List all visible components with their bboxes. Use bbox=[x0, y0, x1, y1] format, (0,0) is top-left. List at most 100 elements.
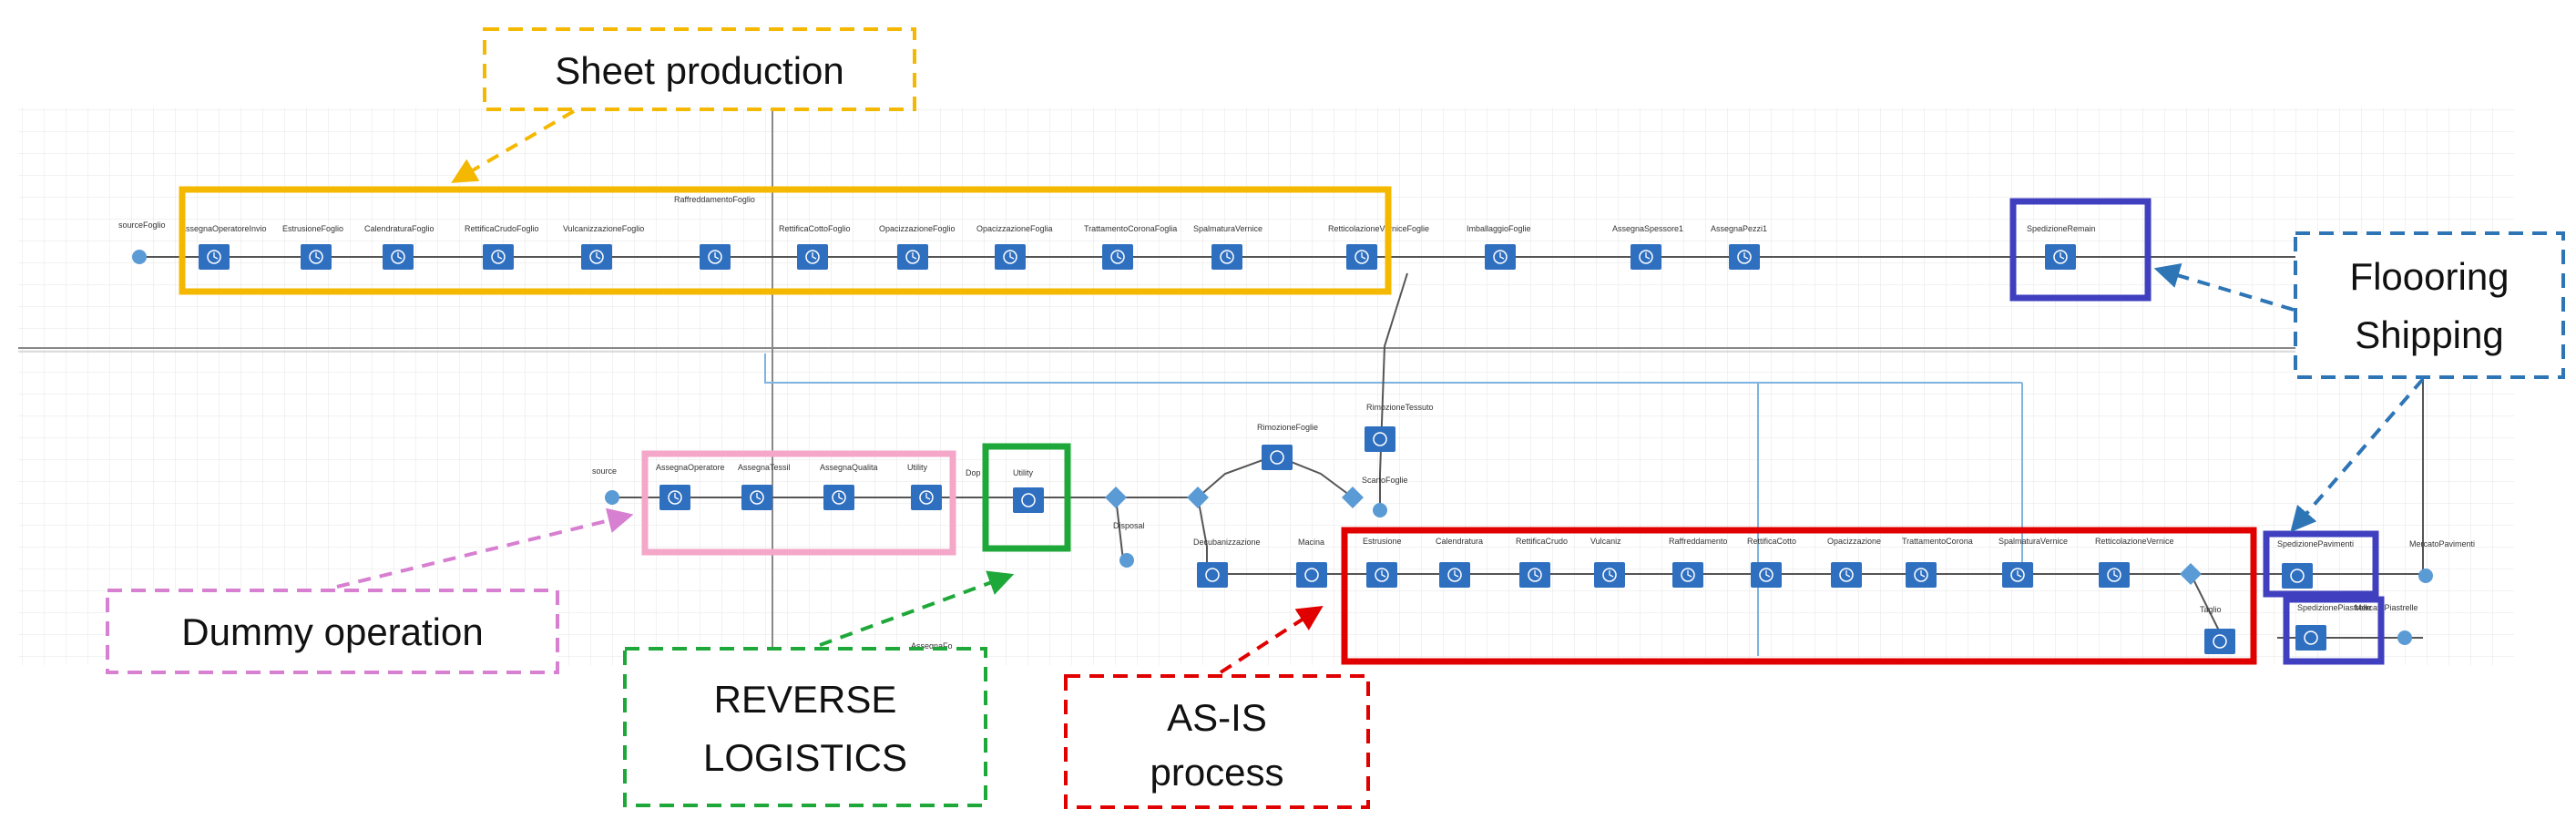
process-block-label: ImballaggioFoglie bbox=[1467, 224, 1531, 233]
taglio-block[interactable] bbox=[2204, 629, 2235, 654]
process-block-label: VulcanizzazioneFoglio bbox=[563, 224, 644, 233]
clock-icon bbox=[832, 490, 846, 505]
top-process-block[interactable]: SpalmaturaVernice bbox=[1193, 224, 1262, 270]
dummy-process-block[interactable]: AssegnaTessil bbox=[738, 463, 791, 510]
dummy-process-block[interactable]: Utility bbox=[907, 463, 942, 510]
top-process-block[interactable]: OpacizzazioneFoglio bbox=[879, 224, 956, 270]
clock-icon bbox=[1205, 568, 1220, 582]
clock-icon bbox=[1021, 493, 1036, 507]
clock-icon bbox=[919, 490, 934, 505]
top-process-block[interactable]: VulcanizzazioneFoglio bbox=[563, 224, 644, 270]
clock-hands-icon bbox=[1687, 570, 1692, 578]
clock-icon bbox=[589, 250, 604, 264]
spedizione-pavimenti-block[interactable] bbox=[2282, 563, 2313, 589]
clock-icon bbox=[1220, 250, 1234, 264]
flooring-shipping-highlight-mid bbox=[2263, 530, 2379, 598]
scarto-node[interactable] bbox=[1373, 503, 1387, 517]
as-is-callout-line2: process bbox=[1150, 751, 1283, 794]
as-is-process-block[interactable]: RettificaCotto bbox=[1747, 537, 1796, 588]
process-block-label: TrattamentoCoronaFoglia bbox=[1084, 224, 1177, 233]
clock-icon bbox=[1737, 250, 1752, 264]
clock-icon bbox=[391, 250, 405, 264]
clock-hands-icon bbox=[838, 493, 843, 500]
spedizione-piastrelle-block[interactable] bbox=[2295, 625, 2326, 651]
mercato-pavimenti-node[interactable] bbox=[2418, 569, 2433, 583]
top-process-block[interactable]: TrattamentoCoronaFoglia bbox=[1084, 224, 1177, 270]
clock-icon bbox=[1639, 250, 1653, 264]
decision-diamond[interactable] bbox=[1342, 487, 1364, 508]
top-process-block[interactable]: ImballaggioFoglie bbox=[1467, 224, 1531, 270]
process-block-label: Raffreddamento bbox=[1669, 537, 1727, 546]
top-process-block[interactable]: AssegnaOperatoreInvio bbox=[180, 224, 267, 270]
top-process-block[interactable] bbox=[700, 244, 731, 270]
as-is-process-block[interactable]: Raffreddamento bbox=[1669, 537, 1727, 588]
clock-icon bbox=[2290, 569, 2305, 583]
as-is-process-block[interactable]: Estrusione bbox=[1363, 537, 1402, 588]
as-is-process-block[interactable]: SpalmaturaVernice bbox=[1998, 537, 2068, 588]
clock-icon bbox=[2107, 568, 2121, 582]
top-process-block[interactable]: EstrusioneFoglio bbox=[282, 224, 343, 270]
reverse-utility-block[interactable] bbox=[1013, 487, 1044, 513]
clock-icon bbox=[207, 250, 221, 264]
clock-icon bbox=[1759, 568, 1774, 582]
link-lines bbox=[764, 354, 2023, 656]
process-block-label: RettificaCrudoFoglio bbox=[465, 224, 539, 233]
dopo-label: Dop bbox=[966, 468, 981, 477]
top-process-block[interactable]: AssegnaPezzi1 bbox=[1711, 224, 1767, 270]
flooring-shipping-highlight-bottom bbox=[2283, 596, 2385, 665]
clock-icon bbox=[1447, 568, 1462, 582]
clock-icon bbox=[1110, 250, 1125, 264]
dummy-process-block[interactable]: AssegnaQualita bbox=[820, 463, 878, 510]
macina-block[interactable] bbox=[1296, 562, 1327, 588]
clock-hands-icon bbox=[756, 493, 762, 500]
as-is-arrow bbox=[1219, 605, 1324, 674]
dummy-operation-arrow bbox=[336, 507, 634, 589]
clock-icon bbox=[1304, 568, 1319, 582]
flooring-shipping-callout-line1: Floooring bbox=[2349, 255, 2509, 298]
flooring-shipping-callout-line2: Shipping bbox=[2355, 313, 2503, 356]
as-is-process-block[interactable]: TrattamentoCorona bbox=[1902, 537, 1973, 588]
sheet-production-callout bbox=[483, 27, 916, 111]
top-process-block[interactable]: RettificaCottoFoglio bbox=[779, 224, 851, 270]
clock-icon bbox=[1373, 432, 1387, 446]
dummy-process-block[interactable]: AssegnaOperatore bbox=[656, 463, 725, 510]
as-is-process-block[interactable]: Vulcaniz bbox=[1590, 537, 1625, 588]
top-process-block[interactable]: AssegnaSpessore1 bbox=[1612, 224, 1683, 270]
process-block-label: Opacizzazione bbox=[1827, 537, 1881, 546]
clock-hands-icon bbox=[1743, 252, 1749, 260]
clock-icon bbox=[1354, 250, 1369, 264]
top-process-block[interactable]: RettificaCrudoFoglio bbox=[465, 224, 539, 270]
rimozione-foglie-block[interactable] bbox=[1262, 445, 1293, 470]
middle-source-node[interactable] bbox=[605, 490, 619, 505]
rimozione-tessuto-block[interactable] bbox=[1365, 426, 1395, 452]
disposal-node[interactable] bbox=[1119, 553, 1134, 568]
process-block-label: AssegnaTessil bbox=[738, 463, 791, 472]
top-process-block[interactable]: SpedizioneRemain bbox=[2027, 224, 2096, 270]
process-block-label: SpalmaturaVernice bbox=[1998, 537, 2068, 546]
as-is-process-block[interactable]: Calendratura bbox=[1436, 537, 1483, 588]
clock-hands-icon bbox=[1765, 570, 1771, 578]
flooring-shipping-callout bbox=[2294, 231, 2565, 379]
clock-hands-icon bbox=[812, 252, 817, 260]
as-is-process-block[interactable]: Opacizzazione bbox=[1827, 537, 1881, 588]
clock-icon bbox=[1270, 450, 1284, 465]
dummy-operation-highlight bbox=[641, 450, 956, 556]
scarto-foglie-label: ScartoFoglie bbox=[1362, 476, 1408, 485]
top-process-block[interactable]: CalendraturaFoglio bbox=[364, 224, 434, 270]
decision-diamond[interactable] bbox=[1187, 487, 1209, 508]
clock-hands-icon bbox=[596, 252, 601, 260]
clock-hands-icon bbox=[674, 493, 680, 500]
as-is-process-block[interactable]: RettificaCrudo bbox=[1516, 537, 1568, 588]
process-block-label: Vulcaniz bbox=[1590, 537, 1621, 546]
decision-diamond[interactable] bbox=[1105, 487, 1127, 508]
decubanization-block[interactable] bbox=[1197, 562, 1228, 588]
clock-icon bbox=[1528, 568, 1542, 582]
top-process-block[interactable]: OpacizzazioneFoglia bbox=[976, 224, 1053, 270]
source-label: sourceFoglio bbox=[118, 220, 166, 230]
decision-diamond[interactable] bbox=[2180, 563, 2202, 585]
as-is-process-block[interactable]: RetticolazioneVernice bbox=[2095, 537, 2174, 588]
top-process-block[interactable]: RetticolazioneVerniceFoglie bbox=[1328, 224, 1429, 270]
mercato-piastrelle-node[interactable] bbox=[2397, 630, 2412, 645]
macina-label: Macina bbox=[1298, 538, 1324, 547]
source-node[interactable] bbox=[132, 250, 147, 264]
